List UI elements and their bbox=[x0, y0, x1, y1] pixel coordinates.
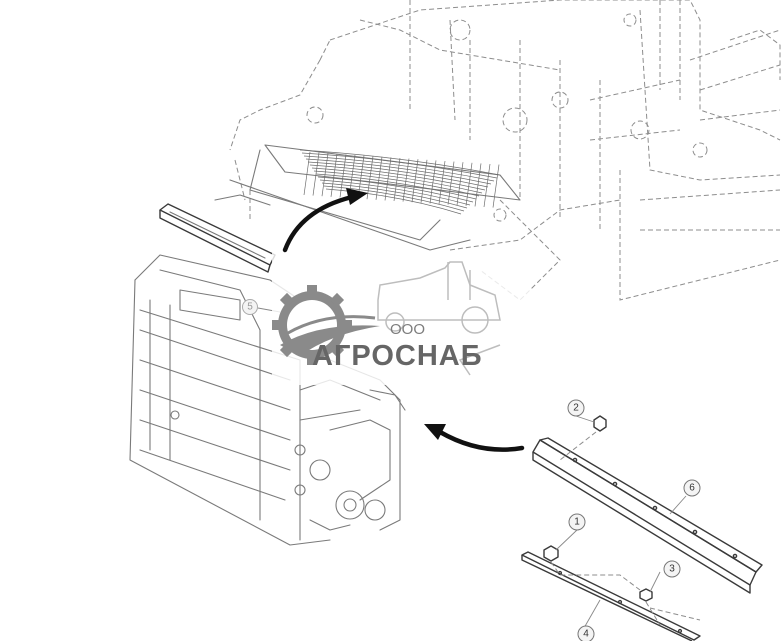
callout-5: 5 bbox=[242, 299, 258, 315]
callout-3-label: 3 bbox=[669, 564, 675, 575]
harvester-icon bbox=[377, 261, 501, 376]
direction-arrow-upper bbox=[282, 188, 368, 253]
callout-3: 3 bbox=[663, 560, 681, 578]
wear-bar-part-6 bbox=[532, 437, 763, 594]
callout-1-label: 1 bbox=[574, 517, 580, 528]
wear-bar-installed bbox=[159, 203, 276, 273]
direction-arrow-lower bbox=[424, 424, 525, 452]
callout-5-label: 5 bbox=[247, 302, 253, 313]
retainer-strip-part-4 bbox=[521, 551, 701, 641]
callout-2: 2 bbox=[567, 399, 585, 417]
watermark-company-name: АГРОСНАБ bbox=[312, 340, 483, 372]
callout-4-label: 4 bbox=[583, 629, 589, 640]
callout-1: 1 bbox=[568, 513, 586, 531]
callout-2-label: 2 bbox=[573, 403, 579, 414]
watermark-prefix: ООО bbox=[390, 321, 425, 338]
machine-frame-upper bbox=[229, 0, 781, 301]
callout-4: 4 bbox=[577, 625, 595, 641]
nut-part-1 bbox=[543, 545, 559, 562]
callout-6-label: 6 bbox=[689, 483, 695, 494]
callout-6: 6 bbox=[683, 479, 701, 497]
bolt-part-3 bbox=[639, 588, 653, 602]
concave-mesh bbox=[214, 144, 521, 251]
watermark: ООО АГРОСНАБ bbox=[272, 253, 530, 385]
nut-part-2 bbox=[593, 415, 607, 432]
gear-logo-icon bbox=[272, 285, 380, 365]
rear-housing bbox=[129, 254, 406, 546]
